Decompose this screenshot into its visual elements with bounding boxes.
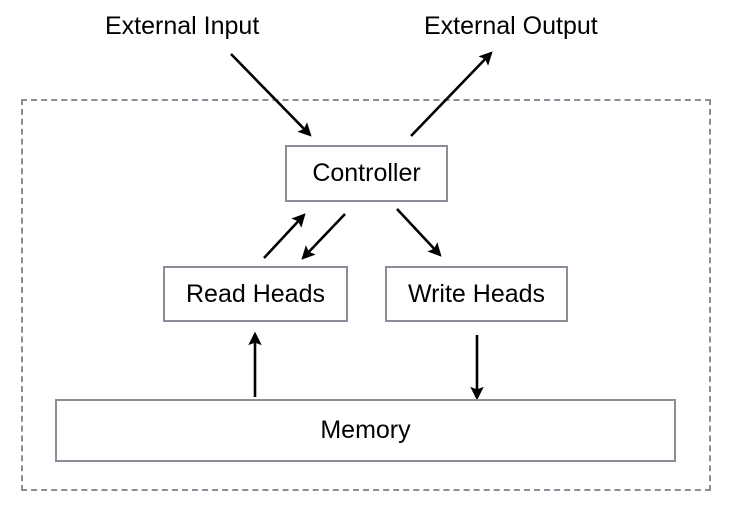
node-controller[interactable]: Controller xyxy=(285,145,448,202)
node-write-heads-label: Write Heads xyxy=(407,279,546,308)
external-input-label: External Input xyxy=(105,12,260,40)
node-read-heads-label: Read Heads xyxy=(186,279,325,308)
node-memory-label: Memory xyxy=(320,416,411,444)
node-memory[interactable]: Memory xyxy=(55,399,676,462)
node-read-heads[interactable]: Read Heads xyxy=(163,266,348,322)
controller-to-write-heads xyxy=(396,208,442,257)
node-controller-label: Controller xyxy=(312,159,421,187)
read-heads-to-controller xyxy=(263,213,306,259)
controller-to-read-heads xyxy=(301,213,346,260)
node-write-heads[interactable]: Write Heads xyxy=(385,266,568,322)
controller-to-external-output xyxy=(410,51,493,137)
external-input-to-controller xyxy=(230,53,312,137)
external-output-label: External Output xyxy=(424,12,598,40)
